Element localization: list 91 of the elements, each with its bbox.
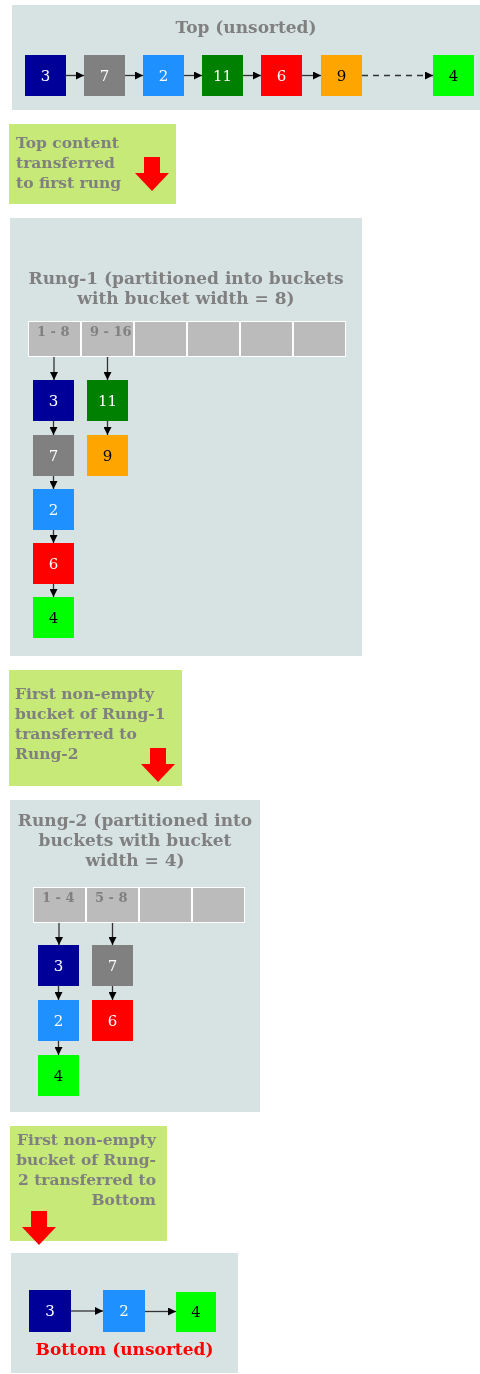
panel-title: Top (unsorted) [174, 17, 318, 37]
number-box [38, 945, 79, 986]
number-label: 11 [212, 66, 233, 85]
panel-title: Rung-1 (partitioned into buckets with bucket width = 8) [27, 268, 345, 308]
bucket-range: 1 - 4 [42, 890, 75, 905]
number-box [33, 597, 74, 638]
number-box [103, 1290, 145, 1332]
arrow [103, 356, 112, 381]
number-box [87, 380, 128, 421]
bucket-range: 5 - 8 [95, 890, 128, 905]
bucket-range: 9 - 16 [90, 324, 132, 339]
number-box [433, 55, 474, 96]
number-box [29, 1290, 71, 1332]
bucket-cell [81, 321, 134, 357]
number-box [92, 945, 133, 986]
arrow [108, 985, 117, 1001]
number-label: 6 [276, 66, 287, 85]
arrow [49, 475, 58, 490]
bucket-cell [134, 321, 187, 357]
number-label: 3 [53, 956, 64, 975]
number-box [33, 380, 74, 421]
number-label: 7 [107, 956, 118, 975]
note-text: Top content transferred to first rung [16, 133, 123, 193]
arrow [49, 420, 58, 436]
bucket-cell [139, 887, 192, 923]
arrow [54, 985, 63, 1001]
arrow [50, 356, 58, 381]
bucket-cell [187, 321, 240, 357]
number-label: 3 [40, 66, 51, 85]
number-box [33, 489, 74, 530]
number-label: 2 [53, 1011, 64, 1030]
number-label: 11 [97, 391, 118, 410]
note-box [9, 124, 176, 204]
arrow [54, 1040, 63, 1056]
number-label: 7 [99, 66, 110, 85]
number-label: 3 [45, 1302, 55, 1320]
number-label: 2 [48, 500, 59, 519]
panel-background [10, 218, 362, 656]
bucket-cell [86, 887, 139, 923]
arrow [108, 922, 117, 946]
number-label: 4 [48, 608, 59, 627]
panel-background [12, 5, 480, 110]
bucket-cell [240, 321, 293, 357]
number-label: 6 [107, 1011, 118, 1030]
bucket-cell [28, 321, 81, 357]
number-box [176, 1292, 216, 1332]
number-box [33, 435, 74, 476]
number-box [143, 55, 184, 96]
arrow [183, 71, 203, 80]
arrow [124, 71, 144, 80]
number-label: 9 [336, 66, 347, 85]
arrow [65, 71, 85, 80]
panel-background [10, 800, 260, 1112]
arrow [55, 922, 63, 946]
number-box [92, 1000, 133, 1041]
panel-background [11, 1253, 238, 1373]
arrow [242, 71, 262, 80]
number-box [25, 55, 66, 96]
number-box [33, 543, 74, 584]
note-text: First non-empty bucket of Rung-2 transferred to Bottom [16, 1130, 156, 1210]
bucket-cell [33, 887, 86, 923]
bucket-range: 1 - 8 [37, 324, 70, 339]
number-label: 4 [191, 1303, 201, 1321]
number-label: 2 [158, 66, 169, 85]
arrow [49, 529, 58, 544]
panel-title: Rung-2 (partitioned into buckets with bucket width = 4) [16, 810, 254, 870]
number-label: 3 [48, 391, 59, 410]
number-box [87, 435, 128, 476]
arrow [103, 420, 112, 436]
number-label: 4 [448, 66, 459, 85]
number-label: 9 [102, 446, 113, 465]
arrow [361, 71, 434, 80]
note-box [9, 670, 182, 786]
arrow [70, 1307, 104, 1315]
arrow [301, 71, 322, 80]
arrow [49, 583, 58, 598]
number-label: 2 [119, 1302, 129, 1320]
number-label: 6 [48, 554, 59, 573]
number-label: 4 [53, 1066, 64, 1085]
number-box [38, 1000, 79, 1041]
number-box [321, 55, 362, 96]
number-box [84, 55, 125, 96]
number-box [261, 55, 302, 96]
bucket-cell [192, 887, 245, 923]
panel-title: Bottom (unsorted) [34, 1339, 215, 1359]
number-box [202, 55, 243, 96]
number-box [38, 1055, 79, 1096]
number-label: 7 [48, 446, 59, 465]
note-text: First non-empty bucket of Rung-1 transferred to Rung-2 [15, 684, 167, 764]
bucket-cell [293, 321, 346, 357]
arrow [144, 1307, 177, 1316]
